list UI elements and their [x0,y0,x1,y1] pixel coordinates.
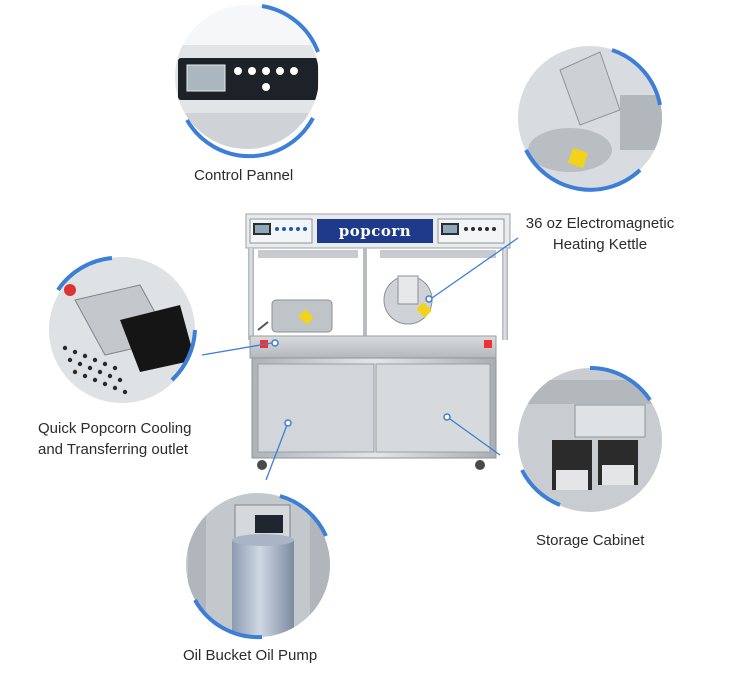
accent-ring [261,4,320,53]
popcorn-marquee: popcorn [317,219,433,243]
machine-right-control-panel [437,218,505,244]
accent-ring [589,365,652,402]
accent-ring [611,48,662,106]
cooling-outlet-label-line2: and Transferring outlet [38,441,189,458]
oil-pump-label: Oil Bucket Oil Pump [183,647,318,664]
storage-cabinet-body [251,357,497,459]
right-kettle [383,275,433,325]
machine-left-control-panel [249,218,313,244]
popcorn-machine: popcorn [245,213,511,470]
callout-storage-cabinet-photo [518,365,662,512]
callout-kettle-photo [518,46,662,192]
marquee-text: popcorn [339,222,411,240]
cooling-outlet-label: Quick Popcorn Cooling and Transferring o… [38,418,191,460]
accent-ring [279,494,328,537]
control-panel-label: Control Pannel [194,167,294,184]
accent-ring [520,469,561,507]
cooling-outlet-label-line1: Quick Popcorn Cooling [38,420,192,437]
accent-ring [56,256,113,292]
callout-control-panel-photo [175,4,320,159]
kettle-label-line2: Heating Kettle [552,236,648,253]
accent-ring [193,599,263,640]
accent-ring [185,117,315,159]
storage-cabinet-label: Storage Cabinet [536,532,645,549]
callout-cooling-outlet-photo [49,256,197,403]
accent-ring [524,149,642,192]
accent-ring [170,329,197,382]
leader-lines [201,237,519,481]
left-kettle [257,299,333,333]
kettle-label-line1: 36 oz Electromagnetic [525,215,675,232]
callout-oil-pump-photo [186,493,330,640]
kettle-label: 36 oz Electromagnetic Heating Kettle [510,213,690,255]
